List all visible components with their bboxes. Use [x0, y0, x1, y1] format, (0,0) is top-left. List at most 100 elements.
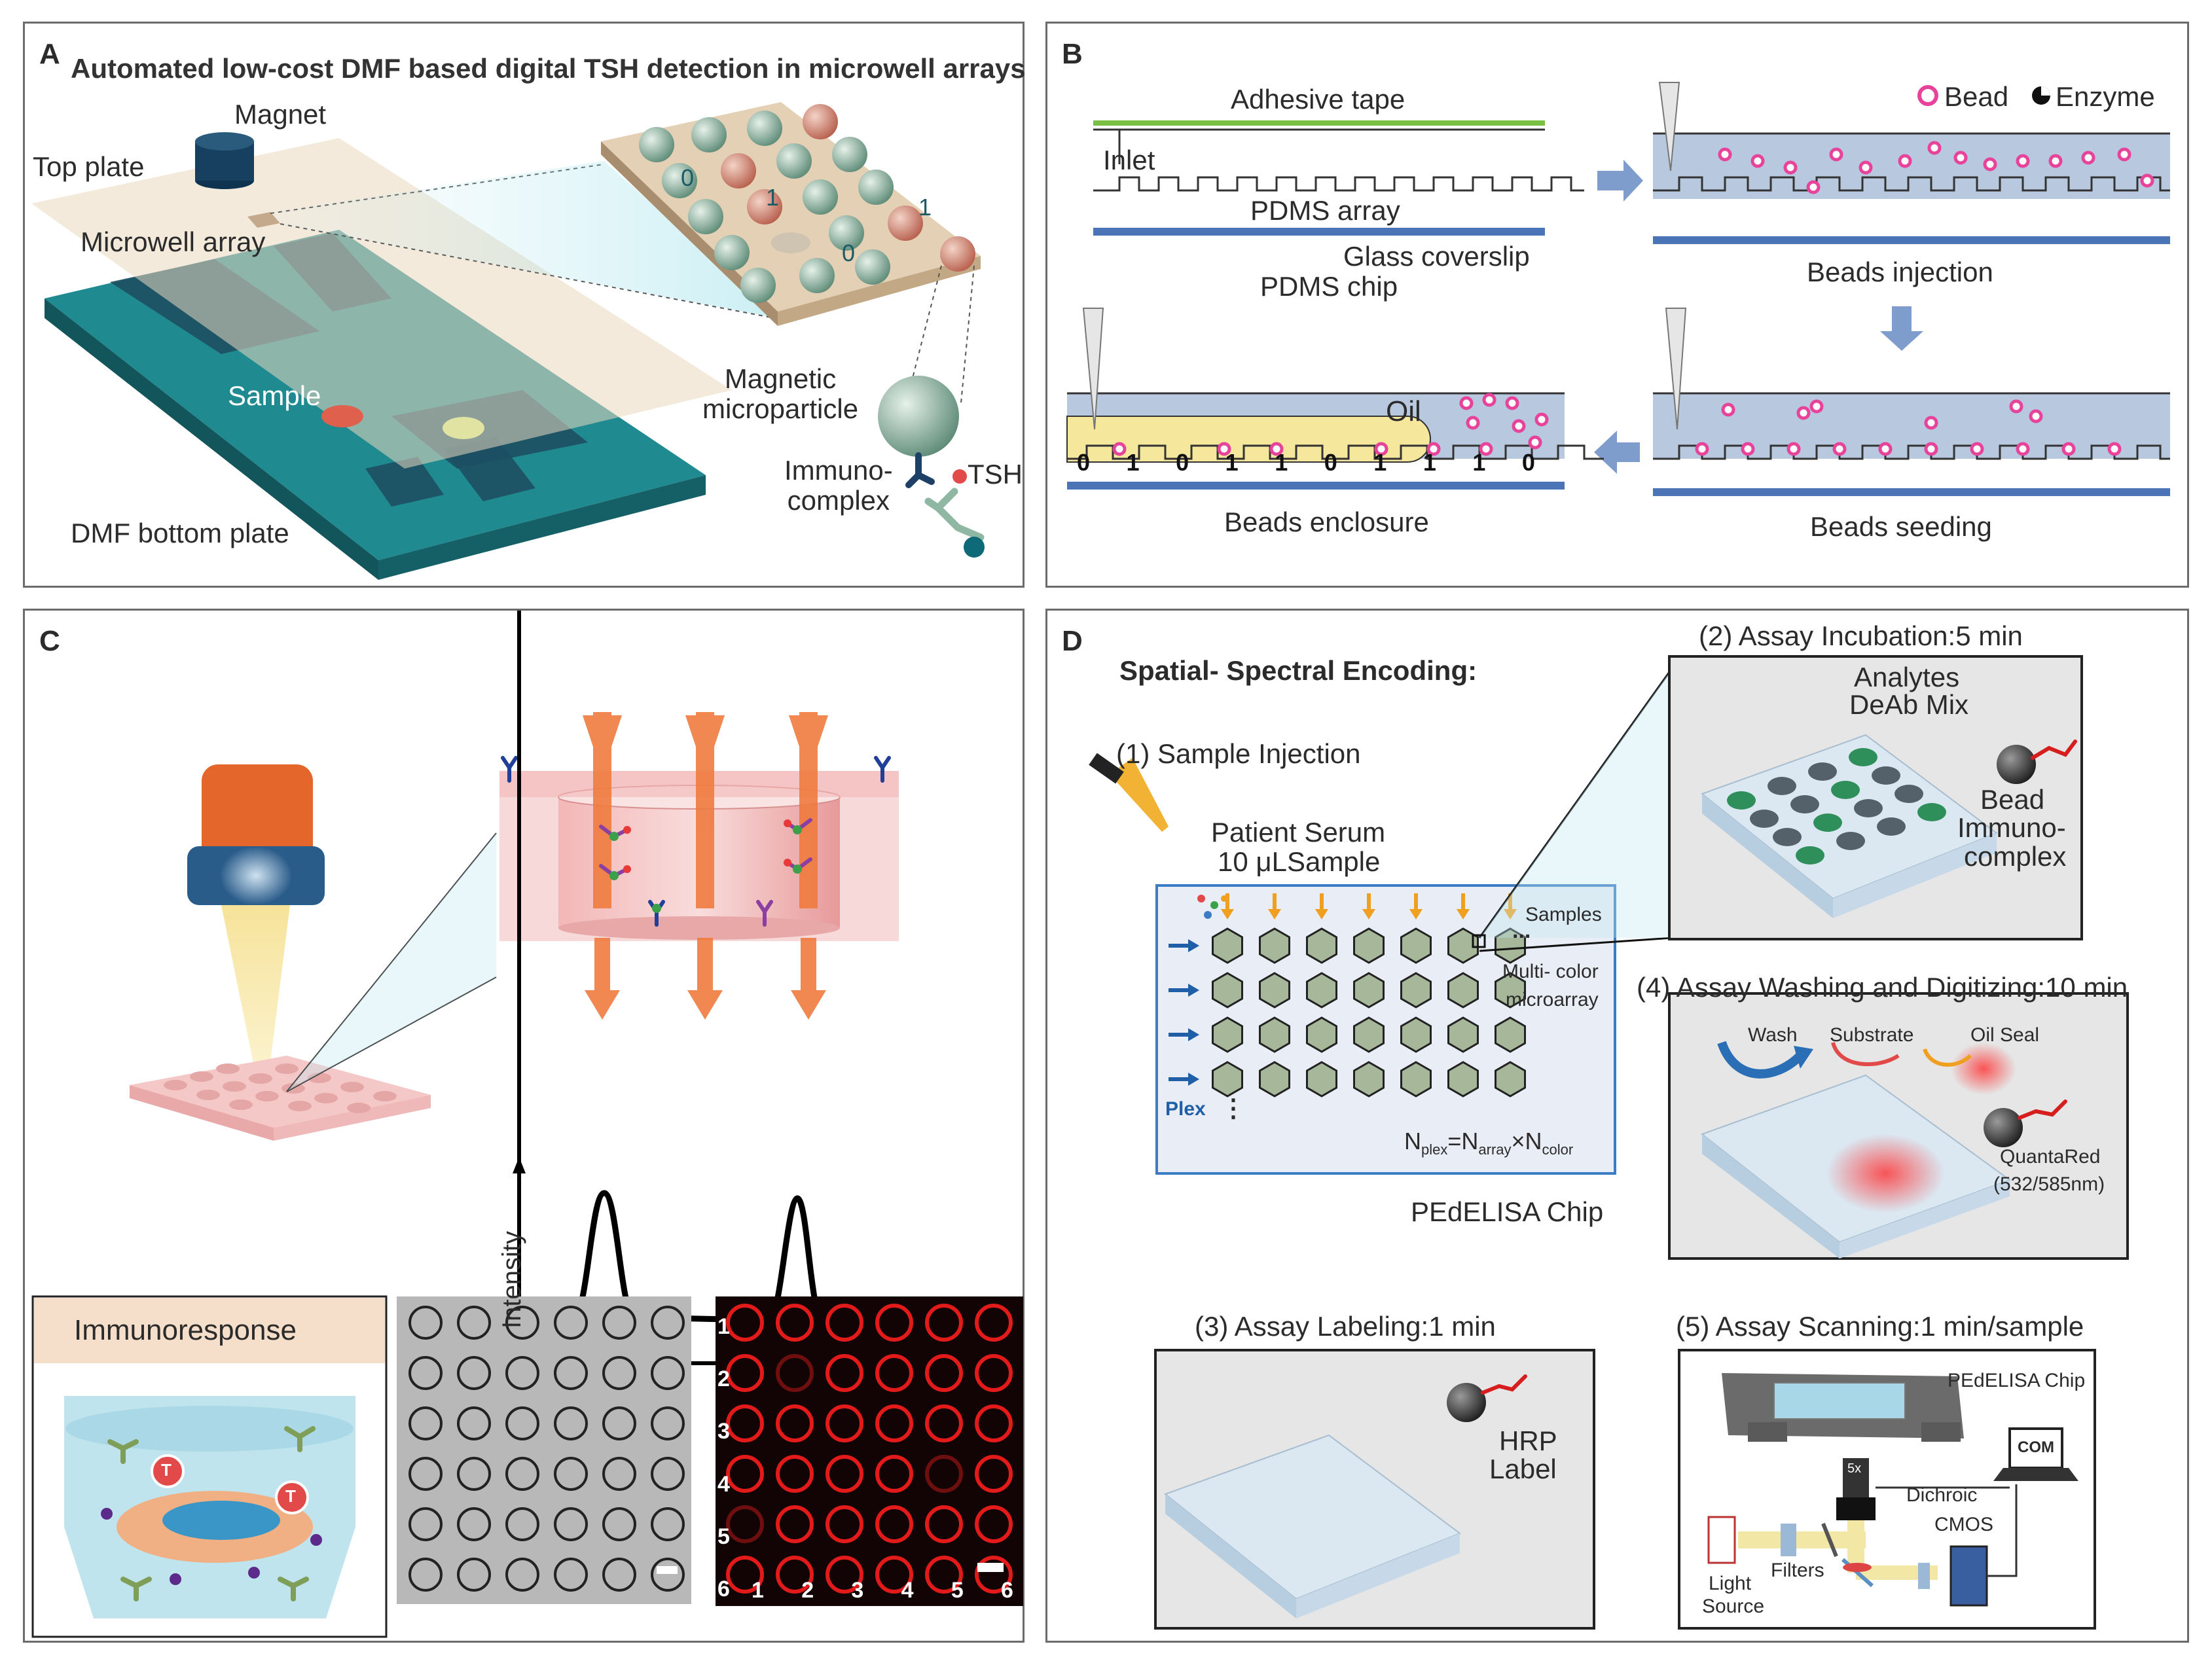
microwell [602, 1356, 636, 1390]
panel-b-letter: B [1062, 38, 1083, 70]
label-pdms-array: PDMS array [1250, 195, 1400, 226]
formula-color: color [1542, 1141, 1574, 1158]
microwell-plates [1163, 734, 2012, 1618]
patient-serum: Patient Serum [1211, 817, 1386, 848]
microwell [825, 1404, 863, 1442]
t-marker: T [161, 1460, 172, 1480]
hex-spot [1400, 972, 1432, 1009]
well-digit: 1 [918, 194, 932, 221]
microwell [925, 1505, 963, 1543]
filters-label: Filters [1771, 1560, 1824, 1581]
hex-spot [1400, 1061, 1432, 1098]
microwell [505, 1406, 539, 1440]
col-number: 2 [801, 1578, 814, 1603]
well-digit: 0 [842, 240, 856, 266]
col-number: 6 [1001, 1578, 1013, 1603]
hex-spot [1353, 927, 1385, 964]
cmos-label: CMOS [1934, 1514, 1993, 1535]
panel-a-title: Automated low-cost DMF based digital TSH… [71, 53, 1026, 84]
microwell [457, 1558, 491, 1592]
digit: 1 [1275, 449, 1288, 476]
step1-label: (1) Sample Injection [1116, 738, 1361, 769]
hex-spot [1212, 1061, 1243, 1098]
label-dmf-bottom-plate: DMF bottom plate [71, 518, 289, 548]
plex-arrow [1169, 1033, 1189, 1037]
microwell [726, 1304, 764, 1342]
label-glass-coverslip: Glass coverslip [1343, 241, 1530, 272]
objective-label: 5x [1847, 1461, 1862, 1476]
hex-spot [1447, 1016, 1479, 1053]
microwell [554, 1406, 588, 1440]
hex-spot [1259, 972, 1290, 1009]
formula-n: N [1404, 1128, 1421, 1154]
legend-enzyme: Enzyme [2056, 81, 2155, 112]
plex-arrow [1169, 1077, 1189, 1081]
microwell [726, 1455, 764, 1493]
formula-eq: =N [1447, 1128, 1479, 1154]
well [1750, 810, 1779, 828]
hex-spot [1447, 972, 1479, 1009]
microwell [925, 1455, 963, 1493]
hex-spot [1212, 927, 1243, 964]
well [1808, 762, 1837, 781]
microwell [925, 1354, 963, 1392]
microwell [408, 1406, 443, 1440]
t-marker: T [285, 1486, 296, 1506]
microwell [776, 1556, 814, 1594]
plex-arrow-head [1188, 939, 1199, 952]
well [1854, 799, 1883, 817]
plex-arrow-head [1188, 1028, 1199, 1041]
plex-arrow-head [1188, 1073, 1199, 1086]
col-number: 3 [851, 1578, 864, 1603]
microwell [726, 1404, 764, 1442]
digit: 0 [1176, 449, 1189, 476]
microwell [602, 1457, 636, 1491]
microwell [408, 1507, 443, 1541]
light-source-line: Light [1709, 1573, 1752, 1594]
hex-spot [1495, 1061, 1526, 1098]
well-digit: 1 [766, 184, 780, 211]
label-magnetic-microparticle: Magnetic microparticle [702, 363, 859, 424]
hex-spot [1306, 972, 1337, 1009]
microwell [776, 1404, 814, 1442]
digit: 0 [1521, 449, 1535, 476]
microwell [776, 1505, 814, 1543]
hex-spot [1353, 1061, 1385, 1098]
well [1790, 795, 1819, 813]
hex-spot [1259, 1061, 1290, 1098]
chip-plex: Plex [1165, 1098, 1206, 1120]
sample-arrow [1508, 893, 1512, 910]
microwell [505, 1356, 539, 1390]
light-source-line: Source [1702, 1596, 1765, 1617]
microwell [975, 1404, 1013, 1442]
sample-arrow-head [1362, 909, 1375, 920]
label-inlet: Inlet [1103, 145, 1155, 175]
digit-row: 0 1 0 1 1 0 1 1 1 0 [1077, 449, 1535, 476]
microwell [457, 1406, 491, 1440]
panel-c-letter: C [39, 625, 60, 657]
formula-array: array [1478, 1141, 1512, 1158]
col-number: 4 [901, 1578, 914, 1603]
hex-spot [1353, 1016, 1385, 1053]
step3-label: (3) Assay Labeling:1 min [1195, 1311, 1496, 1342]
hex-spot [1447, 1061, 1479, 1098]
col-number: 1 [752, 1578, 764, 1603]
well [1849, 748, 1877, 766]
step2-label: (2) Assay Incubation:5 min [1699, 620, 2023, 651]
microwell [825, 1304, 863, 1342]
chip-vdots: ⋮ [1221, 1095, 1246, 1122]
hex-spot [1400, 927, 1432, 964]
microwell [554, 1457, 588, 1491]
substrate-label: Substrate [1830, 1024, 1914, 1046]
label-oil: Oil [1386, 395, 1421, 427]
chip-ellipsis: ... [1512, 918, 1531, 943]
label-tsh: TSH [968, 459, 1023, 490]
panel-d-letter: D [1062, 625, 1083, 657]
bead-immuno-line: complex [1964, 841, 2067, 872]
col-number: 5 [951, 1578, 964, 1603]
microwell [726, 1354, 764, 1392]
plex-arrow-head [1188, 984, 1199, 997]
label-adhesive-tape: Adhesive tape [1231, 84, 1405, 115]
enclosure-beads [1112, 393, 1549, 456]
microwell [975, 1505, 1013, 1543]
